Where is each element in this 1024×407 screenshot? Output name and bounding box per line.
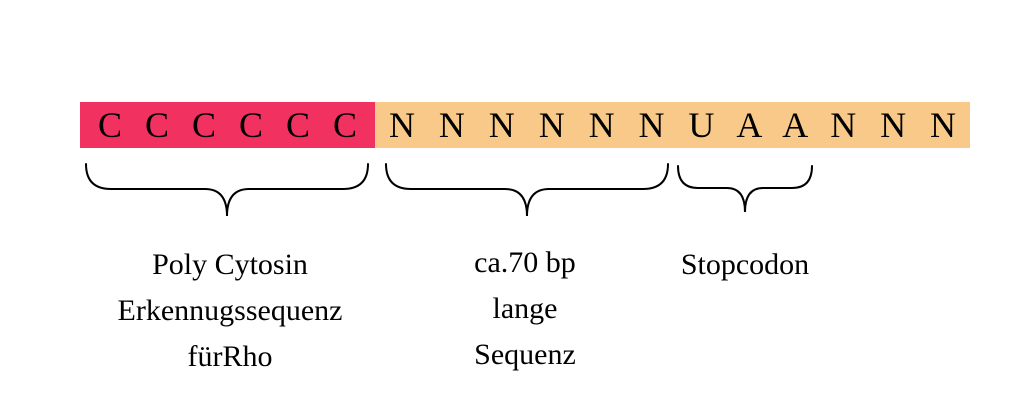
label-70bp-line3: Sequenz (474, 338, 576, 371)
brace-70bp-sequence (385, 163, 669, 217)
label-poly-cytosin-line1: Poly Cytosin (152, 248, 308, 281)
label-stopcodon-text: Stopcodon (680, 248, 810, 281)
label-stopcodon: Stopcodon (640, 242, 850, 288)
label-poly-cytosin-line3: fürRho (187, 340, 273, 373)
brace-poly-cytosin (85, 163, 369, 217)
n-uaa-segment: N N N N N N U A A N N N (375, 102, 970, 148)
label-70bp-line1: ca.70 bp (474, 246, 576, 279)
sequence-bar: C C C C C C N N N N N N U A A N N N (80, 102, 970, 148)
poly-c-segment: C C C C C C (80, 102, 375, 148)
brace-stopcodon (677, 165, 813, 213)
label-poly-cytosin: Poly Cytosin Erkennugssequenz fürRho (70, 242, 390, 380)
label-70bp-line2: lange (492, 292, 558, 325)
label-70bp-sequence: ca.70 bp lange Sequenz (405, 240, 645, 378)
label-poly-cytosin-line2: Erkennugssequenz (117, 294, 343, 327)
